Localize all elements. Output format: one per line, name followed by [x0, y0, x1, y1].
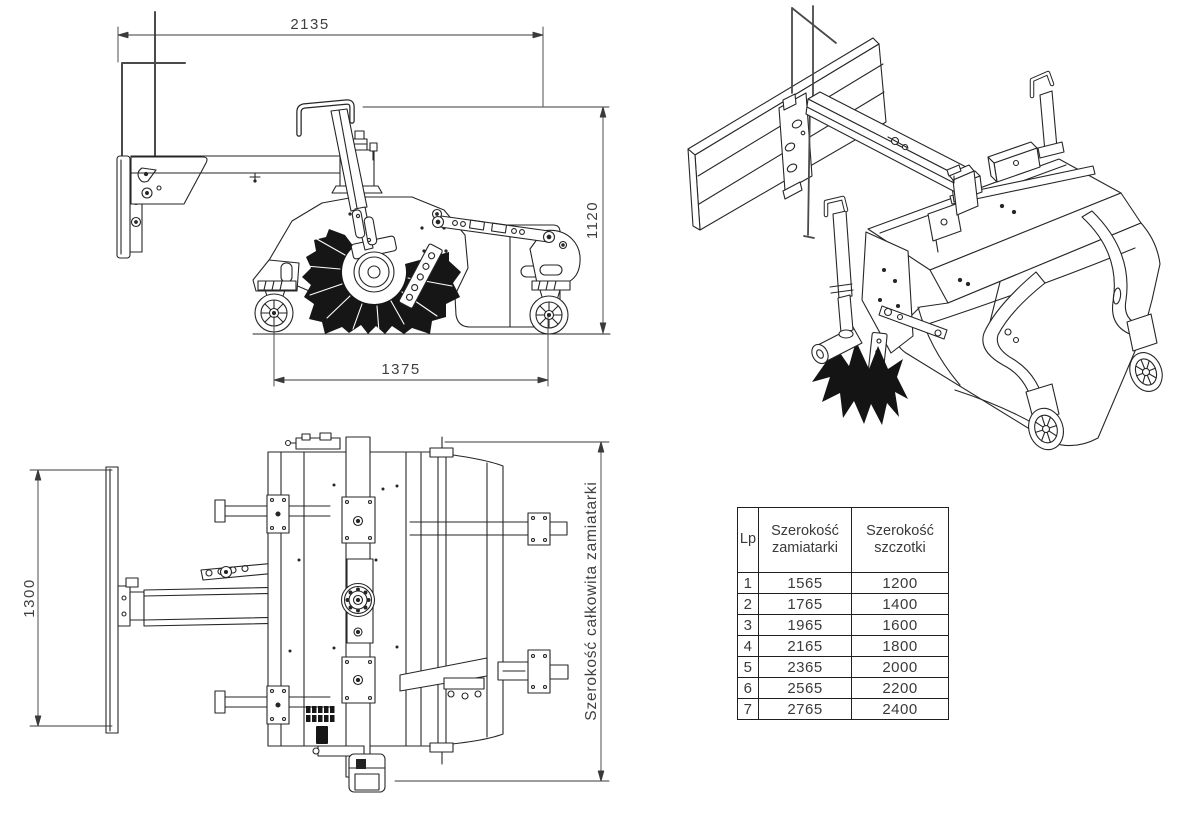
right-rail — [429, 436, 454, 765]
terminal-strip — [306, 706, 335, 744]
side-view-drawing — [116, 11, 611, 335]
cell-brush-width: 1600 — [851, 614, 949, 636]
cell-sweeper-width: 1565 — [758, 572, 852, 594]
size-table-header-row: Lp Szerokość zamiatarki Szerokość szczot… — [737, 507, 949, 573]
isometric-view — [650, 0, 1183, 460]
turnbuckle-link — [431, 215, 556, 244]
col-header-brush-width: Szerokość szczotki — [851, 507, 949, 573]
cell-lp: 1 — [737, 572, 759, 594]
iso-hitch-bracket — [778, 92, 813, 200]
drive-motor — [312, 745, 386, 793]
mount-rods — [121, 11, 186, 158]
cell-sweeper-width: 2365 — [758, 656, 852, 678]
push-plate — [105, 466, 119, 734]
table-row: 4 2165 1800 — [737, 635, 949, 657]
cell-brush-width: 1400 — [851, 593, 949, 615]
top-view-drawing — [105, 432, 569, 793]
iso-side-plate — [861, 231, 914, 380]
table-row: 5 2365 2000 — [737, 656, 949, 678]
cell-brush-width: 2400 — [851, 698, 949, 720]
cell-brush-width: 2200 — [851, 677, 949, 699]
cell-lp: 2 — [737, 593, 759, 615]
top-shaft — [284, 432, 341, 450]
table-row: 7 2765 2400 — [737, 698, 949, 720]
cell-lp: 7 — [737, 698, 759, 720]
table-row: 2 1765 1400 — [737, 593, 949, 615]
overall-width-label: Szerokość całkowita zamiatarki — [583, 481, 600, 720]
cell-sweeper-width: 2165 — [758, 635, 852, 657]
col-header-sweeper-width: Szerokość zamiatarki — [758, 507, 852, 573]
brush-hub — [350, 235, 397, 293]
sweeper-body-top — [267, 451, 504, 747]
right-bracket-upper — [409, 512, 568, 546]
side-view: 2135 1120 1375 — [0, 0, 650, 430]
iso-jack-left — [823, 195, 854, 339]
front-caster-wheel — [254, 280, 297, 333]
dim-1375: 1375 — [381, 361, 420, 378]
cell-lp: 3 — [737, 614, 759, 636]
cell-brush-width: 2000 — [851, 656, 949, 678]
size-table: Lp Szerokość zamiatarki Szerokość szczot… — [737, 507, 949, 720]
cell-lp: 4 — [737, 635, 759, 657]
iso-wheel-right — [1129, 352, 1163, 392]
cell-brush-width: 1200 — [851, 572, 949, 594]
table-row: 1 1565 1200 — [737, 572, 949, 594]
mount-plate-assembly — [116, 155, 344, 259]
rear-caster-wheel — [529, 280, 571, 335]
top-view: 1300 Szerokość całkowita zamiatarki — [0, 430, 650, 814]
hitch-assembly — [117, 577, 145, 627]
iso-adjuster-rod — [878, 305, 948, 340]
dim-2135: 2135 — [290, 16, 329, 33]
col-header-lp: Lp — [737, 507, 759, 573]
iso-rods — [791, 5, 837, 239]
iso-jack-right — [1029, 70, 1065, 159]
dim-1300: 1300 — [21, 578, 38, 617]
cell-sweeper-width: 2765 — [758, 698, 852, 720]
top-view-dimensions — [29, 441, 610, 782]
left-bracket-upper — [214, 494, 331, 534]
central-rail — [340, 436, 376, 778]
guard-strip — [398, 243, 443, 309]
cell-sweeper-width: 1965 — [758, 614, 852, 636]
table-row: 6 2565 2200 — [737, 677, 949, 699]
cell-lp: 5 — [737, 656, 759, 678]
iso-wheel-center — [1028, 407, 1064, 451]
isometric-drawing — [687, 5, 1163, 451]
dim-1120: 1120 — [584, 201, 601, 239]
bolt-dots — [288, 483, 399, 653]
side-view-dimensions — [117, 26, 610, 387]
jack-stand — [296, 99, 378, 251]
cell-lp: 6 — [737, 677, 759, 699]
cell-sweeper-width: 2565 — [758, 677, 852, 699]
table-row: 3 1965 1600 — [737, 614, 949, 636]
cell-brush-width: 1800 — [851, 635, 949, 657]
right-bracket-lower — [399, 649, 569, 700]
cell-sweeper-width: 1765 — [758, 593, 852, 615]
iso-boom-arm — [805, 91, 979, 216]
iso-support-arm-right — [1081, 210, 1158, 352]
